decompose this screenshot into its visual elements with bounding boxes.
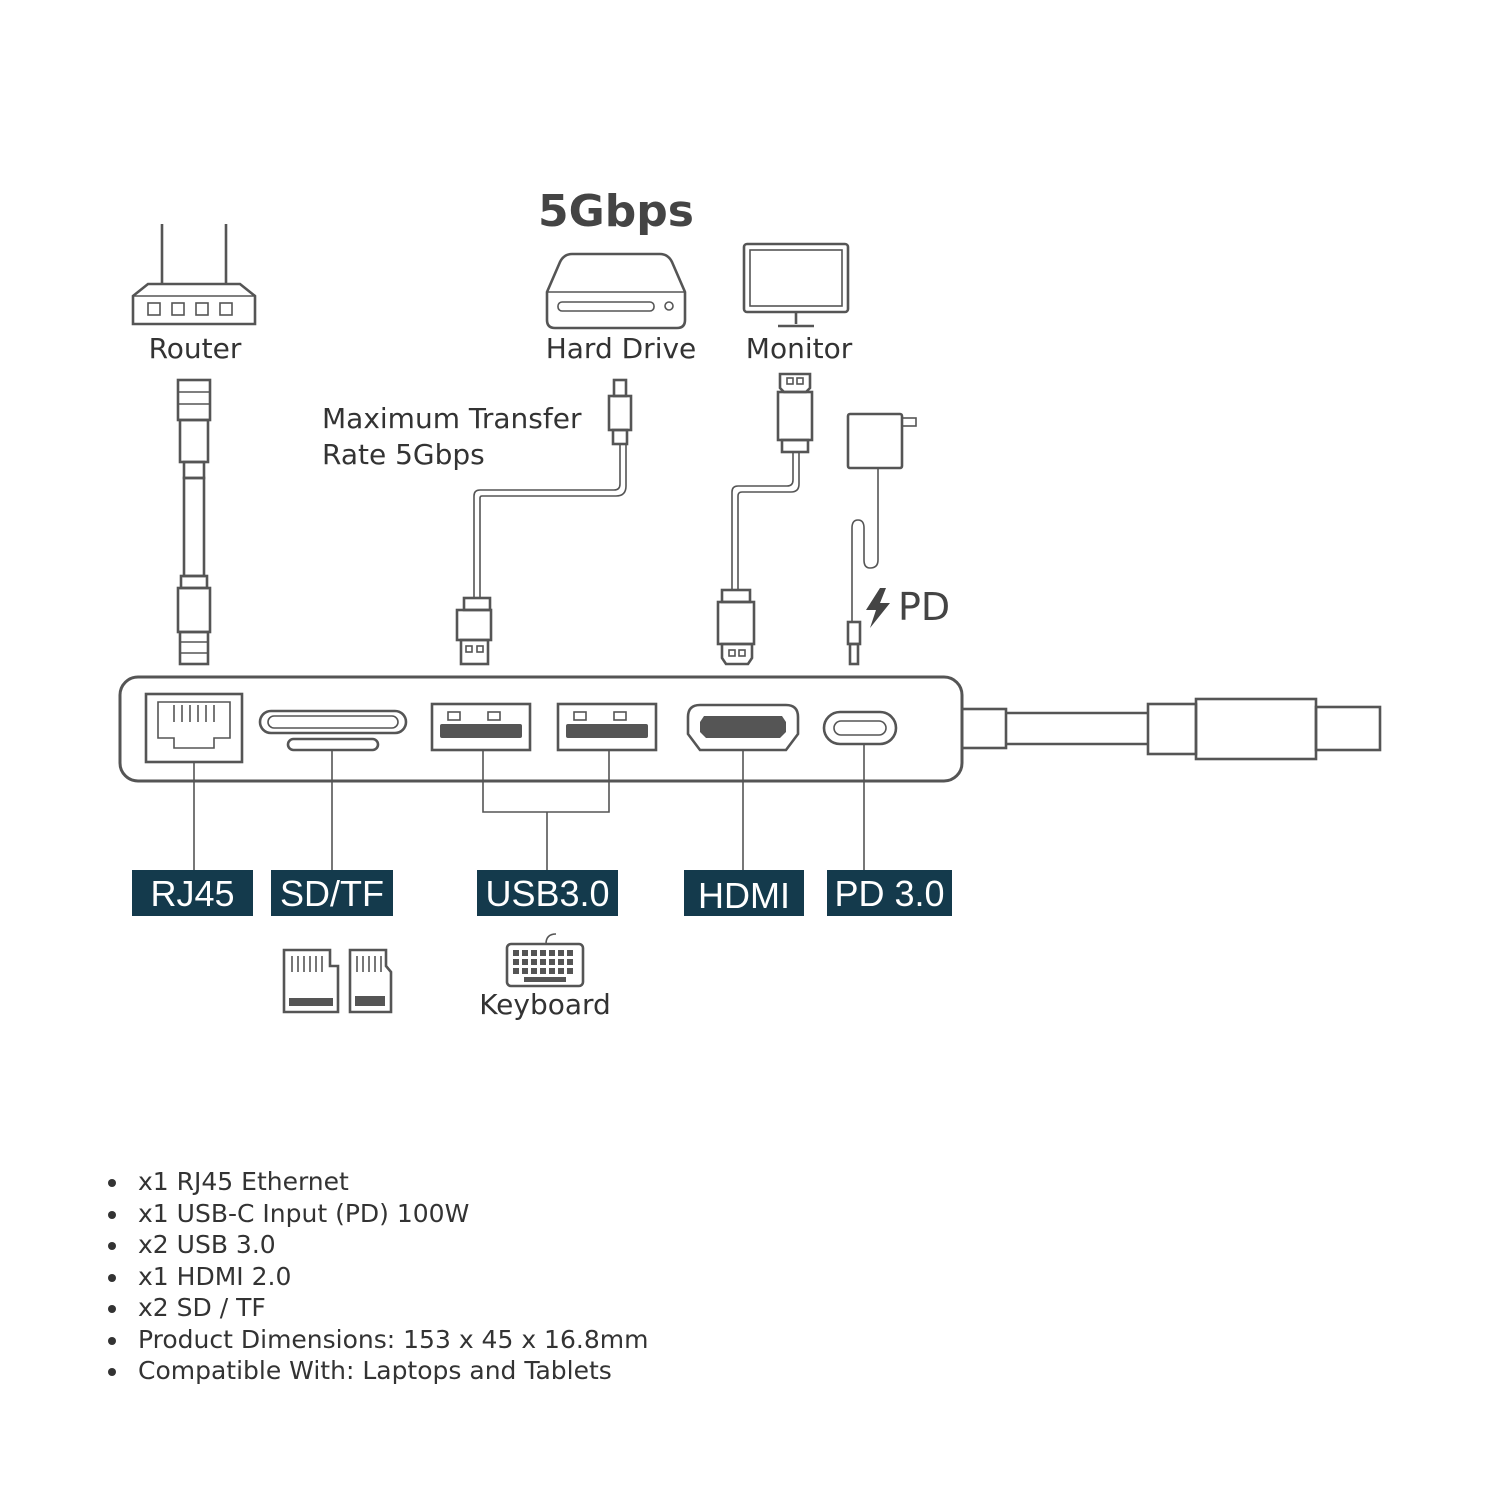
- hdmi-port-icon: [686, 703, 800, 752]
- hdmi-cable-icon: [716, 372, 814, 666]
- router-icon: [131, 224, 257, 326]
- hdmi-badge-label: HDMI: [698, 875, 790, 916]
- monitor-icon: [742, 242, 850, 328]
- monitor-label: Monitor: [746, 332, 853, 365]
- usb-port-1-icon: [430, 702, 532, 752]
- rj45-port-icon: [144, 692, 244, 764]
- keyboard-icon: [505, 933, 585, 988]
- transfer-note-line2: Rate 5Gbps: [322, 438, 485, 471]
- pd-badge: PD 3.0: [827, 870, 952, 916]
- usb-port-2-icon: [556, 702, 658, 752]
- keyboard-label: Keyboard: [479, 988, 611, 1021]
- sdtf-badge: SD/TF: [271, 870, 393, 916]
- spec-item: x2 USB 3.0: [104, 1229, 648, 1261]
- sd-slot-icon: [258, 709, 408, 735]
- spec-item: x1 HDMI 2.0: [104, 1261, 648, 1293]
- leader-lines: [193, 744, 865, 870]
- pd-badge-label: PD 3.0: [834, 873, 944, 914]
- hard-drive-icon: [545, 252, 687, 330]
- spec-item: Product Dimensions: 153 x 45 x 16.8mm: [104, 1324, 648, 1356]
- rj45-badge-label: RJ45: [150, 873, 234, 914]
- transfer-note-line1: Maximum Transfer: [322, 402, 582, 435]
- power-adapter-icon: [846, 412, 917, 666]
- spec-item: x2 SD / TF: [104, 1292, 648, 1324]
- spec-item: x1 RJ45 Ethernet: [104, 1166, 648, 1198]
- tf-slot-icon: [286, 737, 380, 752]
- sdtf-badge-label: SD/TF: [280, 873, 384, 914]
- usbc-port-icon: [822, 710, 898, 746]
- ethernet-cable-icon: [176, 378, 212, 666]
- hdmi-badge: HDMI: [684, 870, 804, 916]
- tf-card-icon: [348, 948, 393, 1014]
- sd-card-icon: [282, 948, 340, 1014]
- usb-badge-label: USB3.0: [485, 873, 609, 914]
- lightning-icon: [866, 588, 890, 628]
- spec-item: x1 USB-C Input (PD) 100W: [104, 1198, 648, 1230]
- usb-badge: USB3.0: [477, 870, 618, 916]
- speed-title: 5Gbps: [538, 186, 694, 237]
- spec-list: x1 RJ45 Ethernet x1 USB-C Input (PD) 100…: [104, 1166, 648, 1387]
- usb-cable-icon: [455, 378, 633, 666]
- hard-drive-label: Hard Drive: [546, 332, 697, 365]
- pd-label: PD: [898, 585, 950, 629]
- spec-item: Compatible With: Laptops and Tablets: [104, 1355, 648, 1387]
- rj45-badge: RJ45: [132, 870, 253, 916]
- router-label: Router: [149, 332, 242, 365]
- hub-body: [118, 675, 1382, 783]
